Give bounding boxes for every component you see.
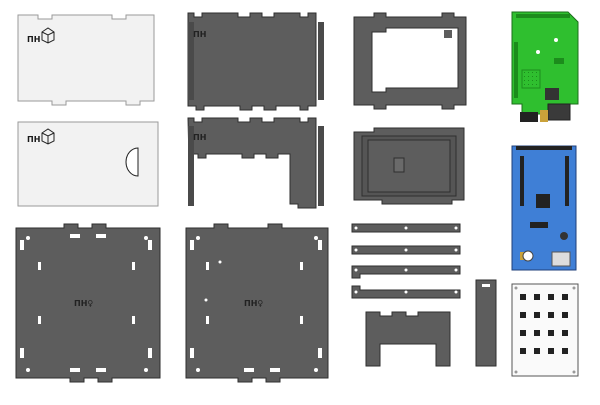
dark-panel-side-right: ПН♀ bbox=[185, 223, 329, 383]
u-bracket bbox=[365, 311, 451, 367]
pcb-green-shield bbox=[511, 11, 579, 122]
ph-label: ПН bbox=[193, 133, 206, 142]
ph-label: ПН bbox=[27, 35, 40, 44]
box-icon bbox=[41, 128, 55, 145]
ph-label: ПН bbox=[27, 135, 40, 144]
pcb-blue-mega bbox=[511, 145, 577, 271]
dark-panel-front: ПН bbox=[187, 12, 324, 111]
tray-panel bbox=[353, 127, 465, 205]
dark-panel-side-left: ПН♀ bbox=[15, 223, 161, 383]
ph-mark-label: ПН♀ bbox=[244, 299, 263, 308]
light-panel-bottom: ПН bbox=[17, 121, 159, 207]
light-panel-top: ПН bbox=[17, 14, 155, 106]
dark-panel-back: ПН bbox=[187, 117, 324, 209]
box-icon bbox=[41, 27, 55, 44]
frame-panel-top bbox=[353, 12, 467, 110]
ph-label: ПН bbox=[193, 30, 206, 39]
vertical-strip bbox=[475, 279, 497, 367]
ph-mark-label: ПН♀ bbox=[74, 299, 93, 308]
pcb-white-keypad bbox=[511, 283, 579, 377]
semicircle-cutout bbox=[125, 147, 139, 177]
rail-strips bbox=[351, 223, 461, 299]
